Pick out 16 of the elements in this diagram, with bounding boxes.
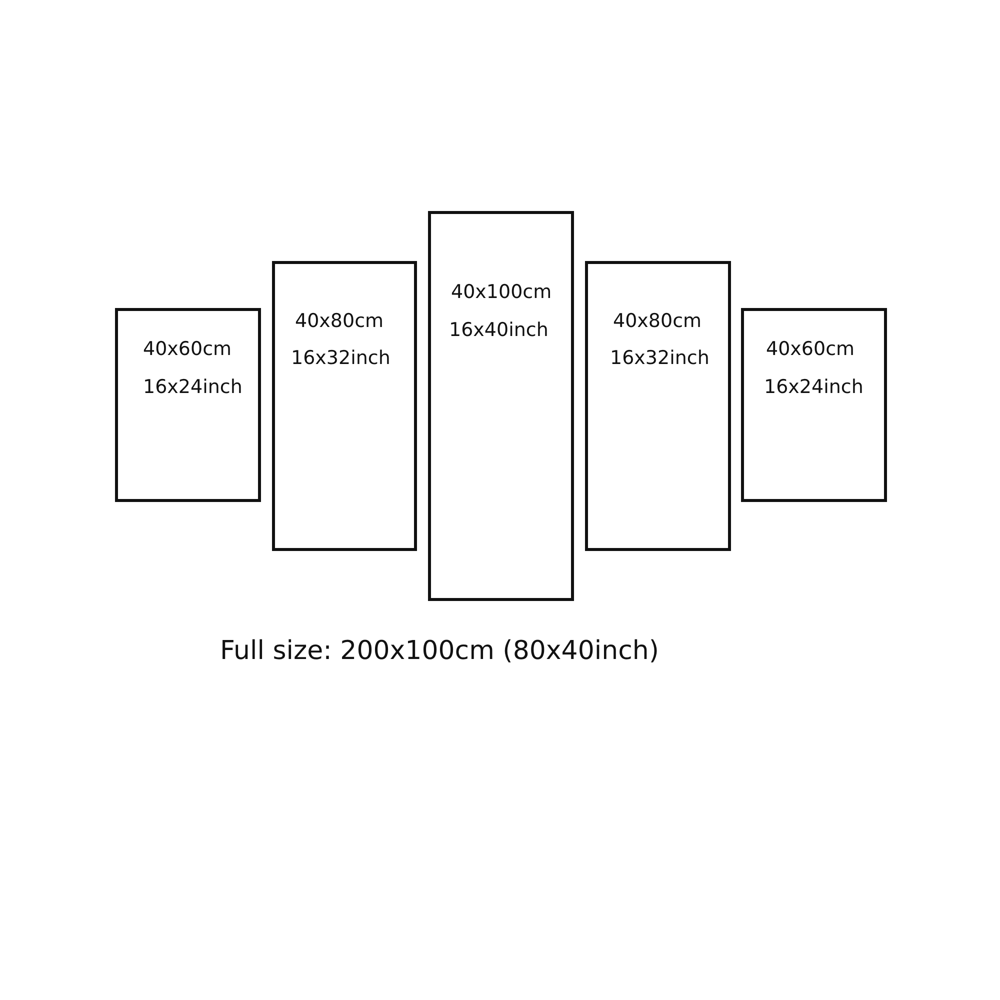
size-cm-text: 40x60cm (766, 338, 855, 360)
size-cm-text: 40x60cm (143, 338, 232, 360)
size-cm-text: 40x80cm (295, 310, 384, 332)
canvas-panel (741, 308, 887, 502)
canvas-panel (428, 211, 574, 601)
size-inch-text: 16x24inch (764, 376, 864, 398)
canvas-panel (272, 261, 417, 551)
size-inch-text: 16x40inch (449, 319, 548, 341)
size-inch-text: 16x32inch (610, 347, 710, 369)
size-cm-text: 40x100cm (451, 281, 552, 303)
size-inch-text: 16x24inch (143, 376, 242, 398)
canvas-panel (585, 261, 731, 551)
size-cm-text: 40x80cm (613, 310, 702, 332)
size-inch-text: 16x32inch (291, 347, 390, 369)
caption: Full size: 200x100cm (80x40inch) (220, 636, 660, 666)
canvas-panel (115, 308, 261, 502)
